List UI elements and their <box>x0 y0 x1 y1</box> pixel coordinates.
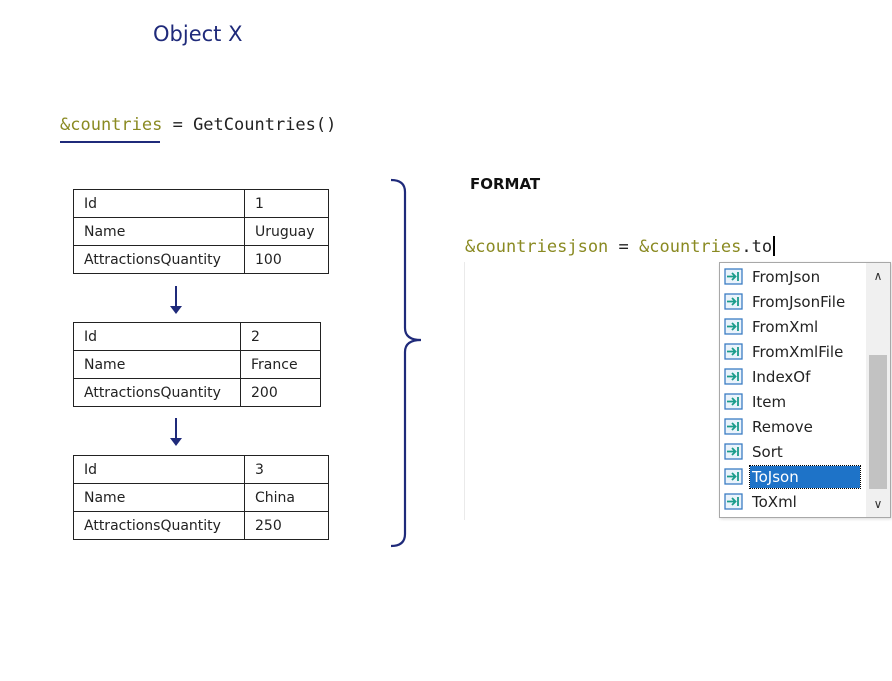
equals-operator: = <box>608 237 640 257</box>
target-variable: &countriesjson <box>465 237 609 257</box>
popup-scrollbar[interactable]: ∧ ∨ <box>866 263 890 517</box>
method-icon <box>724 467 743 485</box>
method-icon <box>724 417 743 435</box>
field-value: Uruguay <box>244 217 329 246</box>
method-icon <box>724 267 743 285</box>
method-icon <box>724 342 743 360</box>
field-label: Name <box>73 483 245 512</box>
field-label: AttractionsQuantity <box>73 511 245 540</box>
assignment-line: &countries = GetCountries() <box>60 115 336 135</box>
field-value: France <box>240 350 321 379</box>
scrollbar-thumb[interactable] <box>869 355 887 489</box>
down-arrow-icon <box>170 418 182 446</box>
text-caret <box>773 236 775 256</box>
curly-bracket-icon <box>390 178 422 548</box>
autocomplete-item[interactable]: Remove <box>724 414 864 439</box>
method-icon <box>724 442 743 460</box>
method-icon <box>724 367 743 385</box>
autocomplete-item[interactable]: FromXmlFile <box>724 339 864 364</box>
country-record-2: Id 2 Name France AttractionsQuantity 200 <box>73 322 321 407</box>
table-row: AttractionsQuantity 250 <box>73 511 329 540</box>
field-value: 200 <box>240 378 321 407</box>
method-icon <box>724 317 743 335</box>
table-row: Name France <box>73 350 321 379</box>
down-arrow-icon <box>170 286 182 314</box>
autocomplete-list: FromJson FromJsonFile FromXml FromXmlFil… <box>724 264 864 514</box>
table-row: Id 3 <box>73 455 329 484</box>
field-label: Name <box>73 217 245 246</box>
table-row: Id 2 <box>73 322 321 351</box>
field-label: AttractionsQuantity <box>73 378 241 407</box>
autocomplete-popup[interactable]: FromJson FromJsonFile FromXml FromXmlFil… <box>719 262 891 518</box>
source-variable: &countries <box>639 237 742 257</box>
editor-edge <box>464 262 465 520</box>
field-value: 2 <box>240 322 321 351</box>
chevron-up-icon[interactable]: ∧ <box>873 269 883 283</box>
autocomplete-item[interactable]: IndexOf <box>724 364 864 389</box>
typed-member: .to <box>741 237 773 257</box>
table-row: Name Uruguay <box>73 217 329 246</box>
format-heading: FORMAT <box>470 175 541 193</box>
assignment-expression: = GetCountries() <box>162 115 337 135</box>
field-label: Name <box>73 350 241 379</box>
field-value: China <box>244 483 329 512</box>
field-label: AttractionsQuantity <box>73 245 245 274</box>
field-value: 250 <box>244 511 329 540</box>
table-row: Id 1 <box>73 189 329 218</box>
code-expression[interactable]: &countriesjson = &countries.to <box>465 236 775 257</box>
field-label: Id <box>73 322 241 351</box>
method-icon <box>724 292 743 310</box>
field-value: 1 <box>244 189 329 218</box>
method-icon <box>724 492 743 510</box>
countries-variable: &countries <box>60 115 163 135</box>
autocomplete-item[interactable]: FromJson <box>724 264 864 289</box>
variable-underline <box>60 141 160 143</box>
chevron-down-icon[interactable]: ∨ <box>873 497 883 511</box>
autocomplete-item[interactable]: Sort <box>724 439 864 464</box>
method-icon <box>724 392 743 410</box>
page-title: Object X <box>153 22 243 46</box>
field-label: Id <box>73 455 245 484</box>
field-value: 100 <box>244 245 329 274</box>
autocomplete-item[interactable]: ToXml <box>724 489 864 514</box>
autocomplete-item[interactable]: Item <box>724 389 864 414</box>
table-row: AttractionsQuantity 200 <box>73 378 321 407</box>
country-record-3: Id 3 Name China AttractionsQuantity 250 <box>73 455 329 540</box>
autocomplete-item[interactable]: FromJsonFile <box>724 289 864 314</box>
table-row: Name China <box>73 483 329 512</box>
autocomplete-item[interactable]: FromXml <box>724 314 864 339</box>
country-record-1: Id 1 Name Uruguay AttractionsQuantity 10… <box>73 189 329 274</box>
table-row: AttractionsQuantity 100 <box>73 245 329 274</box>
field-label: Id <box>73 189 245 218</box>
autocomplete-item-selected[interactable]: ToJson <box>724 464 864 489</box>
field-value: 3 <box>244 455 329 484</box>
